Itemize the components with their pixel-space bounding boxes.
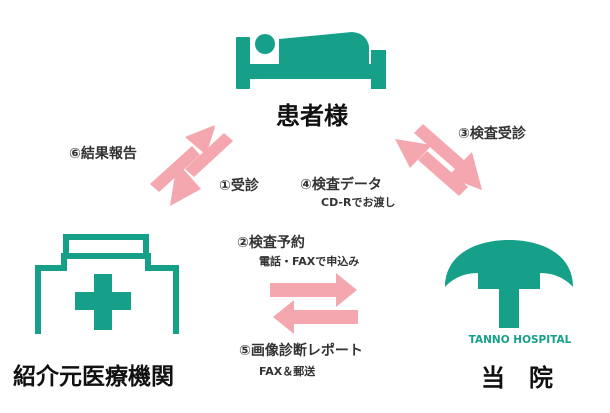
arrow-exam-visit-body xyxy=(414,124,465,170)
step3-label: ③検査受診 xyxy=(458,126,526,142)
arrow-exam-data-head xyxy=(395,139,432,168)
arrow-report-head xyxy=(273,300,294,334)
step4-label: ④検査データ xyxy=(300,177,382,193)
arrow-report-body xyxy=(292,310,358,324)
step4-note: CD-Rでお渡し xyxy=(321,196,396,209)
arrow-result-report-body xyxy=(150,146,200,192)
patient-title: 患者様 xyxy=(276,102,348,130)
clinic-building-icon xyxy=(35,234,179,334)
step6-label: ⑥結果報告 xyxy=(69,146,137,162)
arrow-result-report-head xyxy=(185,125,215,155)
hospital-logo xyxy=(445,240,573,328)
arrow-exam-visit-head xyxy=(447,152,482,190)
arrows-patient-referrer xyxy=(150,125,233,206)
clinic-cross-icon xyxy=(75,274,131,330)
arrow-visit-body xyxy=(185,133,233,177)
arrow-exam-data-body xyxy=(418,151,468,196)
hospital-logo-text: TANNO HOSPITAL xyxy=(469,334,572,346)
step1-label: ①受診 xyxy=(219,178,259,194)
arrows-referrer-hospital xyxy=(270,273,358,334)
hospital-cross-icon xyxy=(478,254,540,328)
arrow-visit-head xyxy=(170,162,201,206)
arrows-patient-hospital xyxy=(395,124,482,196)
bed-icon xyxy=(236,32,386,89)
step2-note: 電話・FAXで申込み xyxy=(259,255,360,268)
referrer-title: 紹介元医療機関 xyxy=(13,364,174,390)
hospital-title: 当 院 xyxy=(481,364,553,392)
arrow-booking-body xyxy=(270,283,338,297)
step5-note: FAX＆郵送 xyxy=(259,365,316,378)
step2-label: ②検査予約 xyxy=(237,235,305,251)
arrow-booking-head xyxy=(336,273,357,307)
step5-label: ⑤画像診断レポート xyxy=(239,343,363,359)
